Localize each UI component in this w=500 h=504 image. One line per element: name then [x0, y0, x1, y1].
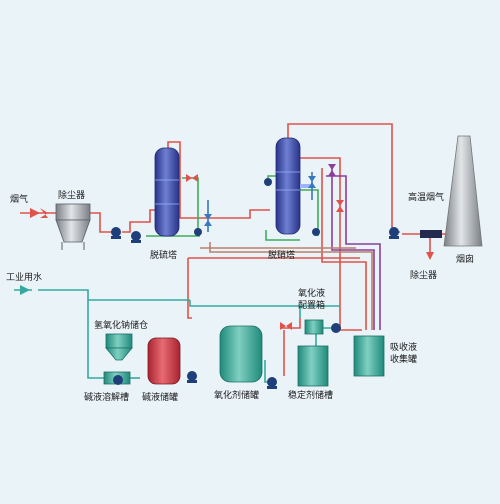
red-pipes-to-collection [187, 157, 367, 376]
label-oxidation-liquid-prep-box-2: 配置箱 [298, 299, 325, 311]
label-oxidation-liquid-prep-box-1: 氧化液 [298, 287, 325, 299]
label-naoh-silo: 氢氧化钠储仓 [94, 319, 148, 331]
label-oxidant-storage-tank: 氧化剂储罐 [214, 389, 259, 401]
flue-gas-inlet-pipe [20, 208, 112, 233]
pump-icon [264, 178, 272, 186]
pump-icon [194, 228, 202, 236]
brown-pipes [200, 242, 373, 330]
label-alkali-dissolving-tank: 碱液溶解槽 [84, 391, 129, 403]
oxidant-storage-tank [219, 325, 263, 383]
arrow-icon [30, 208, 40, 218]
pipe-desulfurization-to-denitrification [167, 141, 270, 219]
label-stabilizer-storage-tank: 稳定剂储槽 [288, 389, 333, 401]
label-denitrification-tower: 脱硝塔 [268, 249, 295, 261]
valve-icon [328, 164, 336, 176]
pump-icon [312, 228, 320, 236]
label-desulfurization-tower: 脱硫塔 [150, 249, 177, 261]
pump-icon [111, 227, 121, 239]
valve-icon [204, 214, 212, 226]
label-alkali-storage-tank: 碱液储罐 [142, 391, 178, 403]
label-absorption-liquid-tank-1: 吸收液 [390, 341, 417, 353]
pump-icon [113, 375, 123, 385]
stabilizer-storage-tank [297, 345, 329, 387]
pump-icon [389, 227, 399, 239]
naoh-silo [105, 333, 133, 361]
label-chimney: 烟囱 [456, 253, 474, 265]
valve-icon [186, 174, 198, 182]
arrow-icon [426, 252, 434, 260]
alkali-storage-tank [147, 337, 181, 385]
pump-icon [331, 323, 341, 333]
valve-icon [308, 176, 316, 188]
label-dust-collector: 除尘器 [58, 189, 85, 201]
pipe-to-desulfurization-tower [122, 209, 160, 233]
label-industrial-water: 工业用水 [6, 271, 42, 283]
label-absorption-liquid-tank-2: 收集罐 [390, 353, 417, 365]
label-flue-gas: 烟气 [10, 193, 28, 205]
denitrification-tower [275, 137, 310, 235]
pump-icon [267, 377, 277, 389]
valve-icon [336, 200, 344, 212]
arrow-icon [20, 285, 30, 295]
absorption-liquid-collection-tank [353, 335, 385, 377]
pipe-denitrification-to-chimney [287, 123, 455, 260]
pump-icon [131, 231, 141, 243]
pump-icon [187, 371, 197, 383]
valve-icon [280, 322, 292, 330]
oxidation-liquid-prep-box [304, 319, 324, 335]
label-high-temp-flue-gas: 高温烟气 [408, 191, 444, 203]
chimney [443, 135, 483, 247]
industrial-water-pipe [14, 285, 340, 379]
dust-collector-left [55, 203, 91, 250]
flue-gas-heater [420, 230, 442, 238]
valve-icon [40, 208, 48, 218]
label-dust-collector-2: 除尘器 [410, 269, 437, 281]
desulfurization-tower [154, 147, 180, 237]
purple-pipes [326, 166, 381, 330]
